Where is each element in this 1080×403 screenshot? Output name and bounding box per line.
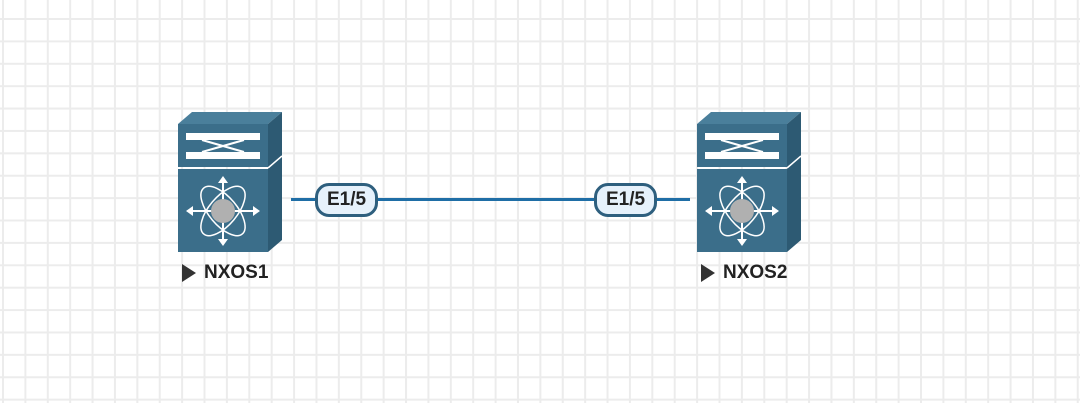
- port-label[interactable]: E1/5: [594, 183, 658, 217]
- node-label-nxos1[interactable]: NXOS1: [182, 262, 268, 284]
- nexus-switch-icon[interactable]: [697, 112, 801, 252]
- play-icon[interactable]: [182, 264, 196, 282]
- node-label-nxos2[interactable]: NXOS2: [701, 262, 787, 284]
- port-label[interactable]: E1/5: [315, 183, 379, 217]
- node-name: NXOS1: [204, 262, 269, 283]
- link-nxos1-nxos2[interactable]: [291, 198, 690, 201]
- nexus-switch-icon[interactable]: [178, 112, 282, 252]
- node-name: NXOS2: [723, 262, 788, 283]
- play-icon[interactable]: [701, 264, 715, 282]
